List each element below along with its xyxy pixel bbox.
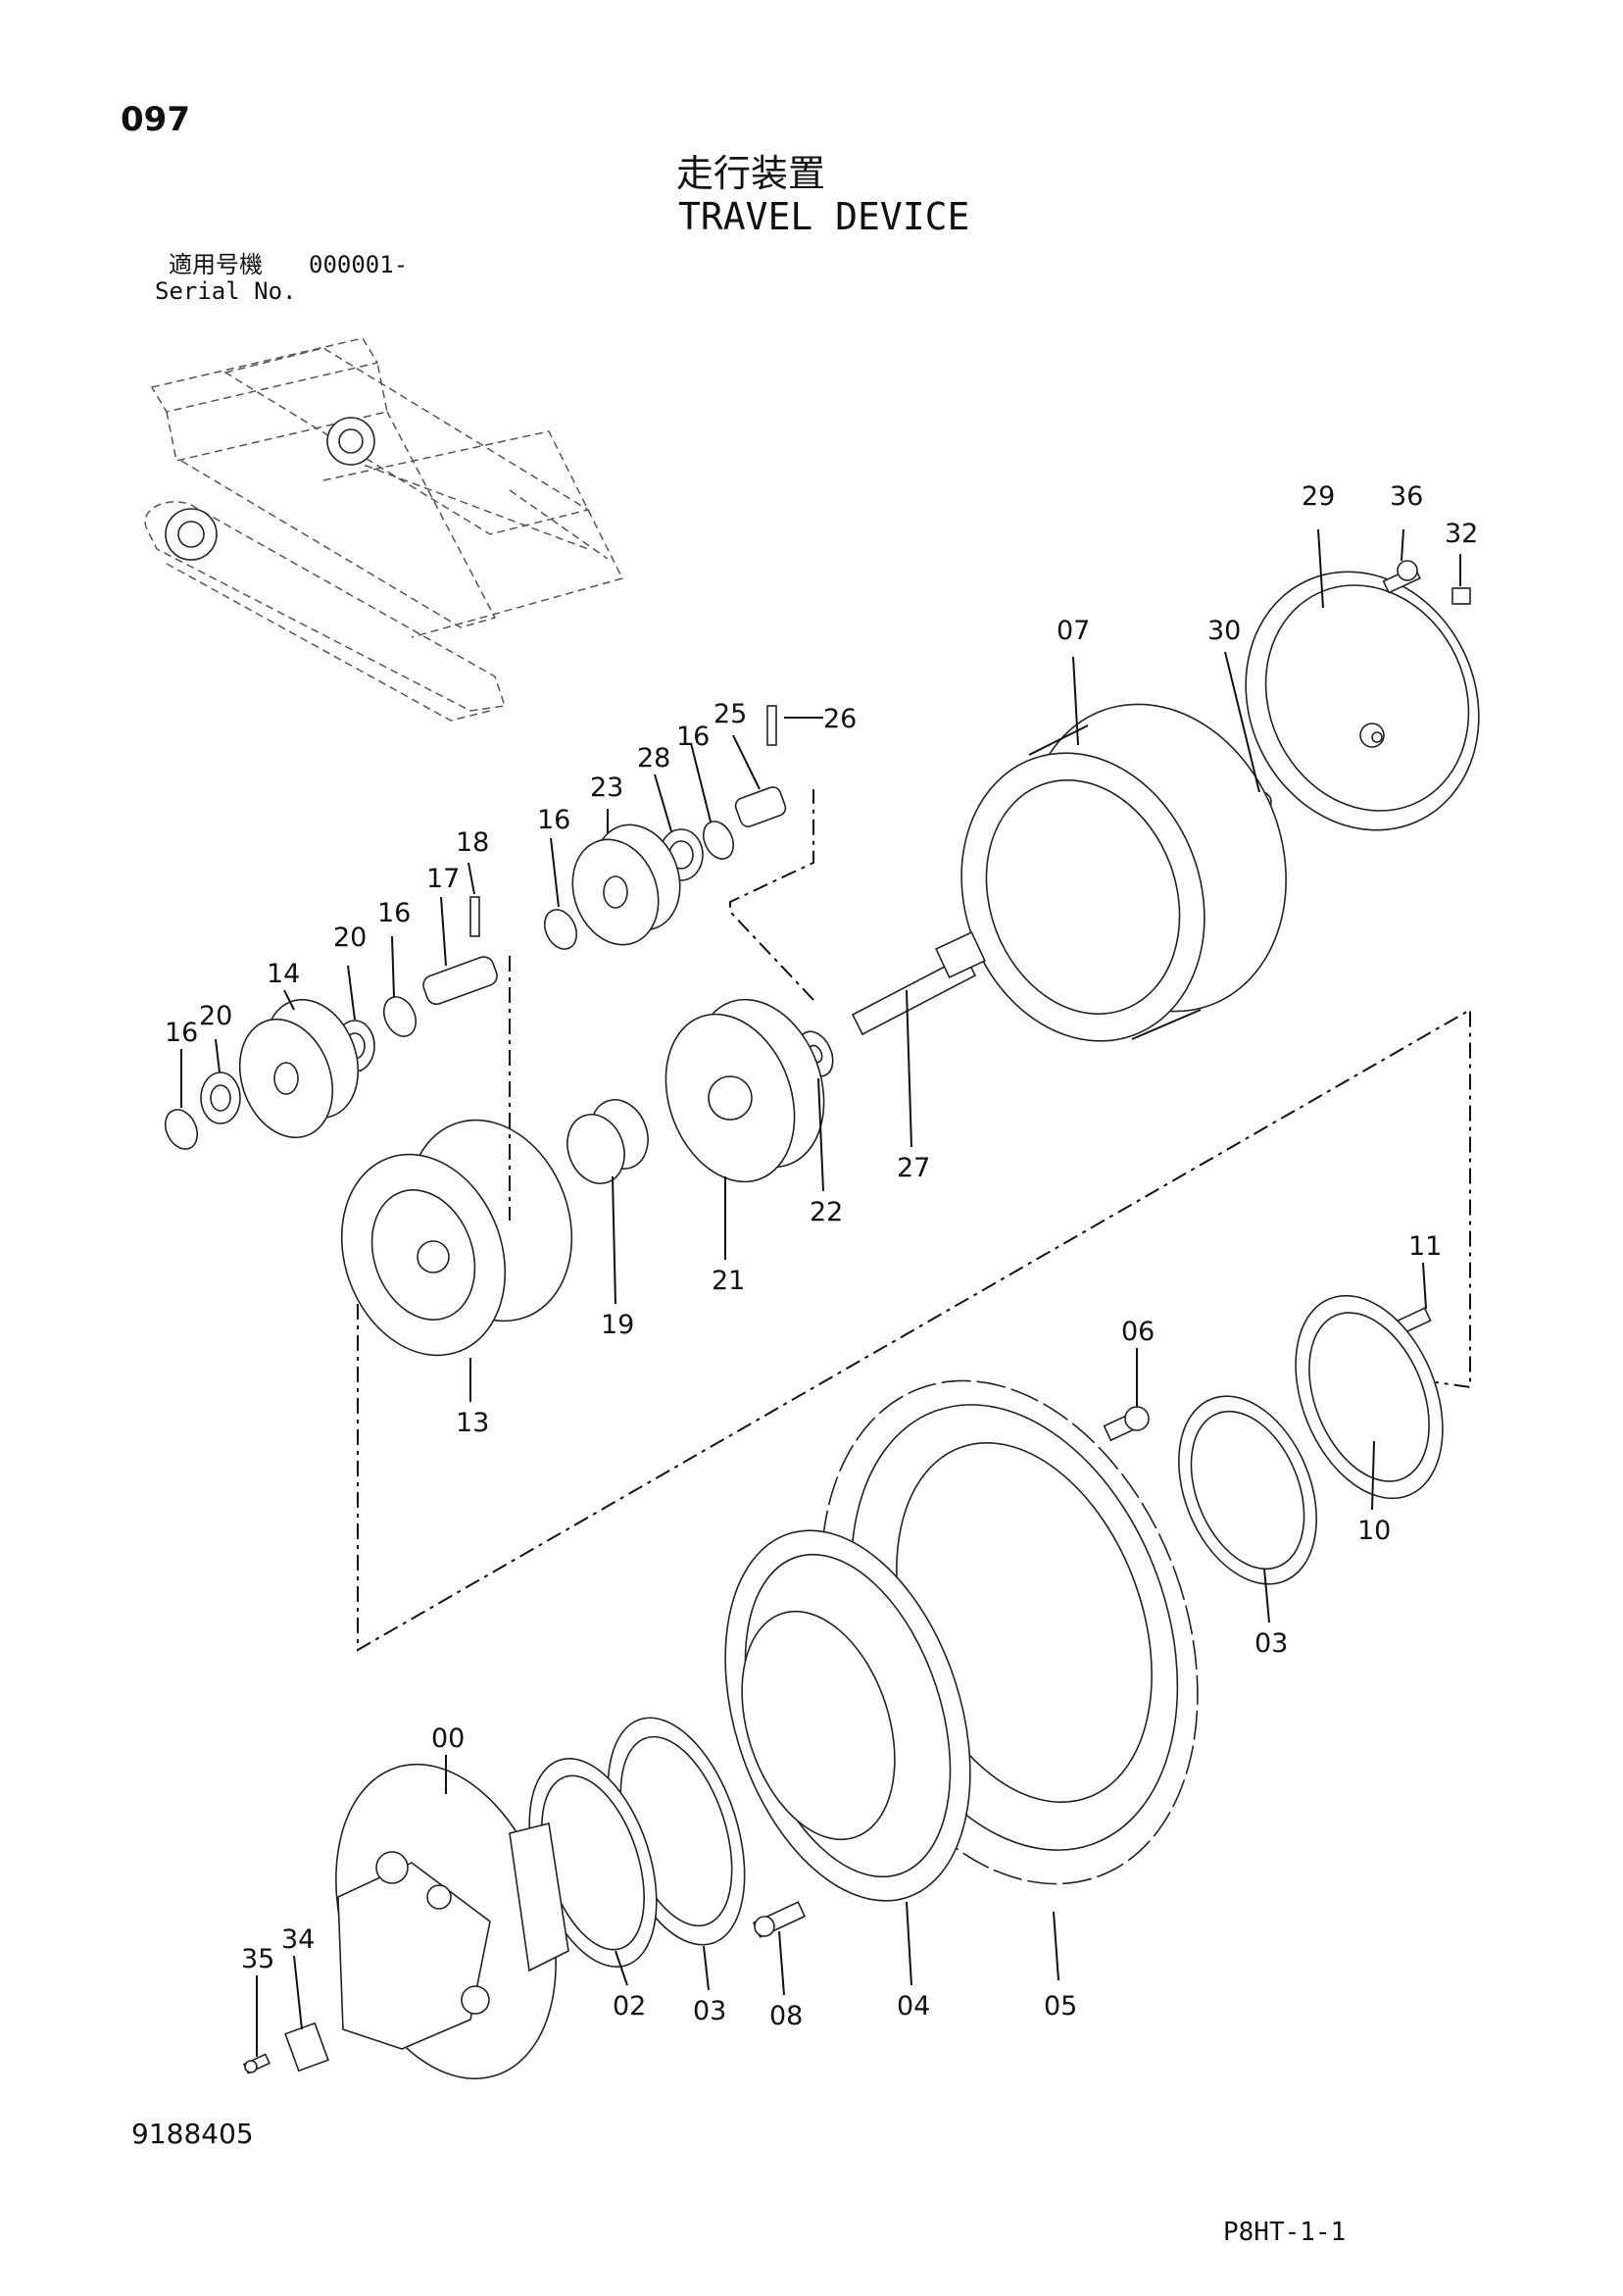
part-bolt-06 <box>1103 1406 1150 1442</box>
leader-lines <box>180 528 1461 2057</box>
sprocket-icon-front <box>165 508 218 561</box>
callout-20-lower: 20 <box>199 1001 232 1031</box>
part-pin-18 <box>469 896 480 937</box>
part-seal-03a <box>1178 1395 1317 1585</box>
callout-29: 29 <box>1302 481 1335 512</box>
callout-16-gear: 16 <box>537 805 570 835</box>
page-code: P8HT-1-1 <box>1223 2218 1347 2247</box>
part-bearing-20b <box>200 1072 241 1124</box>
part-plate-34 <box>284 2021 329 2072</box>
serial-label-japanese: 適用号機 <box>169 251 263 278</box>
callout-19: 19 <box>601 1310 634 1340</box>
callout-14: 14 <box>267 959 300 989</box>
part-bolt-08 <box>752 1901 807 1938</box>
part-ring-gear-07 <box>960 703 1287 1042</box>
callout-20-upper: 20 <box>333 923 367 953</box>
part-cover-29 <box>1245 571 1480 831</box>
callout-27: 27 <box>897 1153 930 1183</box>
part-shaft-25 <box>734 786 787 827</box>
part-pin-26 <box>766 705 777 746</box>
callout-11: 11 <box>1408 1231 1442 1262</box>
serial-value: 000001- <box>309 251 409 278</box>
part-travel-motor-00 <box>335 1763 569 2080</box>
serial-label-english: Serial No. <box>155 277 297 305</box>
callout-32: 32 <box>1445 519 1478 549</box>
drawing-number: 9188405 <box>131 2118 254 2150</box>
callout-03-upper: 03 <box>1254 1628 1288 1659</box>
part-gear-14 <box>238 998 360 1139</box>
part-hub-04 <box>724 1529 971 1902</box>
callout-00: 00 <box>431 1723 465 1754</box>
callout-05: 05 <box>1044 1991 1077 2021</box>
title-japanese: 走行装置 <box>676 152 826 195</box>
callout-36: 36 <box>1390 481 1423 512</box>
callout-21: 21 <box>712 1266 745 1296</box>
part-plug-32 <box>1451 587 1471 605</box>
callout-04: 04 <box>897 1991 930 2021</box>
page-number: 097 <box>121 100 190 139</box>
part-screw-35 <box>242 2053 271 2074</box>
callout-30: 30 <box>1207 616 1241 646</box>
callout-16-left: 16 <box>165 1018 198 1048</box>
callout-17: 17 <box>426 864 460 894</box>
undercarriage-location-inset <box>144 337 624 722</box>
callout-25: 25 <box>713 699 747 729</box>
callout-10: 10 <box>1357 1516 1391 1546</box>
title-english: TRAVEL DEVICE <box>678 195 970 238</box>
callout-26: 26 <box>823 704 857 734</box>
part-gear-23 <box>571 824 681 946</box>
callout-28: 28 <box>637 743 670 774</box>
part-cover-10 <box>1295 1294 1444 1500</box>
part-bolt-36 <box>1382 560 1421 594</box>
part-washer-16d <box>164 1109 199 1150</box>
part-carrier-13 <box>340 1119 573 1357</box>
callout-18: 18 <box>456 827 489 858</box>
sprocket-icon-rear <box>326 417 375 466</box>
callout-16-shaft: 16 <box>377 898 411 928</box>
callout-23: 23 <box>590 773 623 803</box>
part-shaft-17 <box>422 956 498 1006</box>
assembly-centerlines <box>357 789 1471 1652</box>
part-sun-gear-19 <box>566 1099 649 1184</box>
part-washer-16b <box>543 909 578 950</box>
callout-07: 07 <box>1057 616 1090 646</box>
callout-22: 22 <box>810 1197 843 1227</box>
callout-06: 06 <box>1121 1317 1155 1347</box>
callout-16-top: 16 <box>676 722 710 752</box>
part-washer-16c <box>382 996 418 1037</box>
callout-08: 08 <box>769 2001 803 2031</box>
callout-35: 35 <box>241 1944 274 1974</box>
callout-03-lower: 03 <box>693 1996 726 2026</box>
callout-02: 02 <box>613 1991 646 2021</box>
callout-labels: 29 36 32 07 30 25 26 28 16 23 16 18 17 1… <box>165 481 1478 2031</box>
part-carrier-21 <box>664 998 825 1183</box>
callout-13: 13 <box>456 1408 489 1438</box>
part-washer-16a <box>702 821 735 860</box>
callout-34: 34 <box>281 1924 315 1955</box>
part-shaft-27 <box>851 930 986 1036</box>
